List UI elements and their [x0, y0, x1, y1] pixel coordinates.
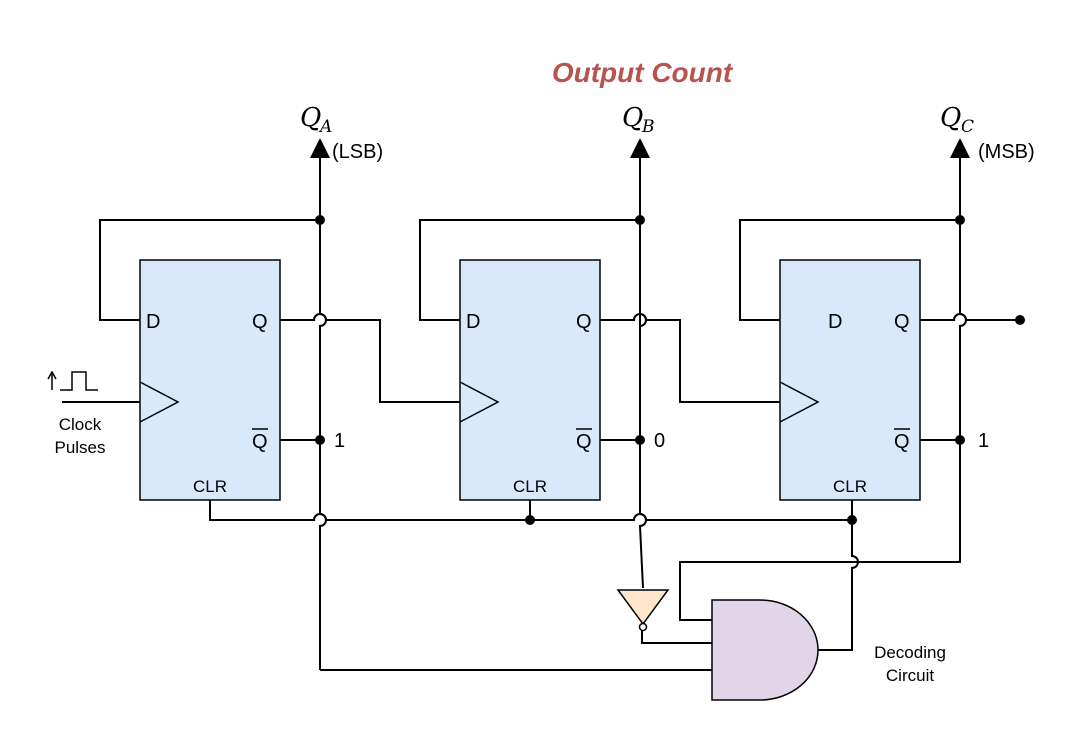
ff-c-q-label: Q: [894, 311, 910, 333]
svg-text:B: B: [641, 117, 655, 137]
svg-text:A: A: [318, 117, 332, 137]
ff-b-qbar-label: Q: [576, 431, 592, 453]
svg-text:Q: Q: [622, 103, 643, 133]
svg-text:Q: Q: [300, 103, 321, 133]
clock-pulse-icon: [47, 370, 98, 391]
ff-c-qbar-label: Q: [894, 431, 910, 453]
clock-label-line1: Clock: [59, 415, 102, 434]
svg-text:C: C: [961, 117, 974, 137]
decoder-label-line2: Circuit: [886, 666, 934, 685]
not-gate: [616, 589, 670, 632]
flipflop-b: D Q Q CLR: [459, 259, 601, 501]
ff-c-d-label: D: [828, 311, 842, 333]
qb-bar-value: 0: [654, 430, 665, 452]
ff-b-d-label: D: [466, 311, 480, 333]
flipflop-a: D Q Q CLR: [139, 259, 281, 501]
wires: [62, 138, 1020, 671]
output-label-qc: Q C (MSB) 1: [940, 103, 1035, 452]
ff-a-clr-label: CLR: [193, 477, 227, 496]
msb-note: (MSB): [978, 141, 1035, 163]
ff-b-q-label: Q: [576, 311, 592, 333]
decoder-label-line1: Decoding: [874, 643, 946, 662]
lsb-note: (LSB): [332, 141, 383, 163]
qc-bar-value: 1: [978, 430, 989, 452]
output-label-qb: Q B 0: [622, 103, 665, 452]
flipflop-c: D Q Q CLR: [779, 259, 921, 501]
ff-a-q-label: Q: [252, 311, 268, 333]
ff-b-clr-label: CLR: [513, 477, 547, 496]
ff-a-d-label: D: [146, 311, 160, 333]
ff-c-clr-label: CLR: [833, 477, 867, 496]
svg-text:Q: Q: [940, 103, 961, 133]
diagram-title: Output Count: [552, 57, 734, 88]
clock-label-line2: Pulses: [54, 438, 105, 457]
qa-bar-value: 1: [334, 430, 345, 452]
junction-dots: [315, 215, 1025, 525]
output-label-qa: Q A (LSB) 1: [300, 103, 383, 452]
and-gate: [711, 599, 819, 701]
ff-a-qbar-label: Q: [252, 431, 268, 453]
